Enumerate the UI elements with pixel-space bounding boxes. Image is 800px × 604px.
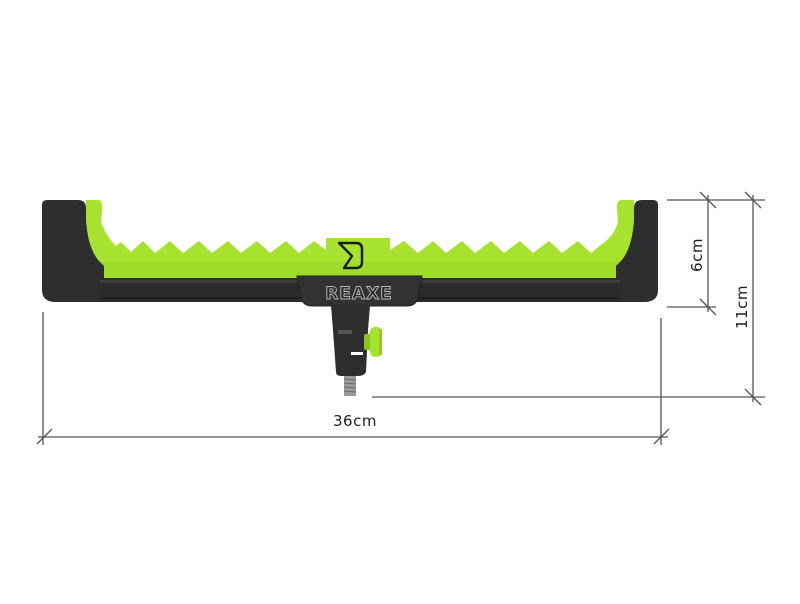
logo-plate (296, 275, 423, 307)
threaded-bolt (343, 376, 357, 396)
thumb-screw-knob (364, 327, 382, 357)
green-toothed-body (86, 200, 634, 280)
total-height-tick-bottom (744, 388, 762, 406)
mount-gap (351, 352, 363, 355)
total-height-label: 11cm (733, 285, 751, 329)
inner-height-label: 6cm (688, 238, 706, 272)
width-tick-right (653, 428, 670, 445)
right-end-cap (616, 200, 658, 302)
brand-logo-text: REAXE (325, 284, 393, 304)
green-shade (100, 262, 620, 278)
left-end-cap (42, 200, 104, 302)
inner-height-tick-top (699, 191, 717, 209)
inner-height-tick-bottom (699, 298, 717, 316)
brand-emblem-icon (337, 241, 364, 270)
mount-slot (338, 330, 352, 334)
width-label: 36cm (333, 412, 377, 430)
dimension-lines (36, 191, 765, 445)
mount-stem (331, 306, 370, 376)
width-tick-left (36, 428, 53, 445)
total-height-tick-top (744, 191, 762, 209)
rod-rest: REAXE (42, 200, 658, 396)
